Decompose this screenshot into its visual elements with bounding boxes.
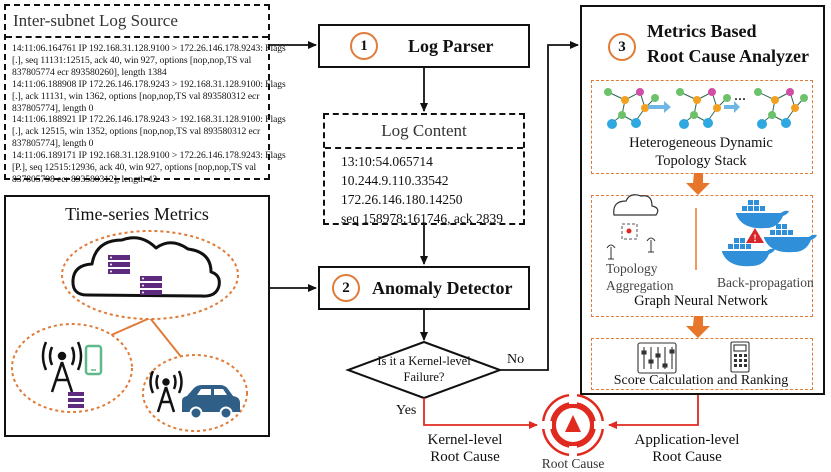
calculator-icon [730,341,750,373]
arrow-gnn-to-score [686,316,710,338]
stack-arrow-1 [648,101,671,113]
phone-icon [84,344,103,376]
application-level-line1: Application-level [634,432,740,448]
server-icon-mobile [68,392,84,408]
server-icon-cloud-2 [140,276,162,295]
arrow-analyzer-to-root-cause [608,395,699,429]
server-icon-cloud-1 [108,255,130,274]
log-source-lines: 14:11:06.164761 IP 192.168.31.128.9100 >… [12,43,286,185]
decision-text-line1: Is it a Kernel-level [377,354,471,368]
cloud-icon [71,236,221,298]
topology-graph-2-nodes [676,88,731,129]
time-series-title: Time-series Metrics [65,204,209,224]
decision-yes-label: Yes [396,403,417,418]
root-cause-target-icon [538,390,608,460]
mobile-region [11,323,133,413]
log-content-title: Log Content [381,121,467,140]
kernel-level-label: Kernel-level Root Cause [410,432,520,466]
cell-tower-icon [41,341,83,393]
arrow-topology-to-gnn [686,173,710,195]
svg-text:!: ! [753,234,756,245]
car-icon [182,385,240,420]
anomaly-detector-box: 2 Anomaly Detector [318,266,530,310]
arrow-no-to-analyzer [499,41,579,371]
aggregation-target-icon [621,223,638,240]
stack-ellipsis: ... [734,87,746,104]
score-label: Score Calculation and Ranking [613,373,789,388]
log-content-panel: Log Content 13:10:54.065714 10.244.9.110… [323,113,525,226]
analyzer-title-line2: Root Cause Analyzer [647,46,809,66]
time-series-panel: Time-series Metrics [4,195,270,437]
backprop-label: Back-propagation [717,275,814,290]
log-parser-box: 1 Log Parser [318,24,530,68]
log-source-divider [6,36,268,38]
topology-stack-label-2: Topology Stack [655,153,747,169]
log-content-divider [325,147,523,149]
score-box: Score Calculation and Ranking [591,338,813,390]
root-cause-analyzer-panel: 3 Metrics Based Root Cause Analyzer Hete… [580,5,825,395]
topology-aggregation-label-2: Aggregation [606,278,674,293]
step-3-badge: 3 [608,33,636,61]
kernel-level-line2: Root Cause [430,449,500,465]
red-arrows [423,395,699,429]
step-2-badge: 2 [332,274,360,302]
topology-stack-label-1: Heterogeneous Dynamic [629,135,773,151]
decision-no-label: No [507,352,525,367]
analyzer-flow-arrows [686,173,710,338]
decision-text-line2: Failure? [403,370,445,384]
log-source-panel: Inter-subnet Log Source 14:11:06.164761 … [4,4,286,185]
black-arrows [270,41,579,371]
small-antenna-icon-left [606,244,616,260]
root-cause-label: Root Cause [541,456,605,471]
application-level-line2: Root Cause [652,449,722,465]
anomaly-detector-label: Anomaly Detector [372,278,513,298]
step-1-badge: 1 [350,32,378,60]
small-antenna-icon-right [646,237,656,253]
kernel-level-line1: Kernel-level [427,432,503,448]
vehicle-tower-icon [149,370,183,413]
gnn-label: Graph Neural Network [634,293,768,309]
stack-arrow-2 [724,101,740,113]
topology-stack-box: Heterogeneous Dynamic Topology Stack [591,80,813,174]
analyzer-title-line1: Metrics Based [647,21,757,41]
topology-graph-3-nodes [754,88,808,129]
arrow-yes-to-root-cause [423,398,538,429]
topology-aggregation-label-1: Topology [606,261,658,276]
log-content-lines: 13:10:54.065714 10.244.9.110.33542 172.2… [341,154,503,226]
cloud-aggregation-icon [613,194,659,216]
equalizer-icon [637,342,677,374]
warning-icon: ! [746,228,764,245]
docker-icon-left [722,238,775,267]
topology-graph-1-nodes [604,88,659,129]
log-source-title: Inter-subnet Log Source [13,11,178,30]
docker-icon-right [764,224,817,253]
log-parser-label: Log Parser [408,36,494,56]
docker-icon-top [736,200,789,229]
application-level-label: Application-level Root Cause [622,432,752,466]
